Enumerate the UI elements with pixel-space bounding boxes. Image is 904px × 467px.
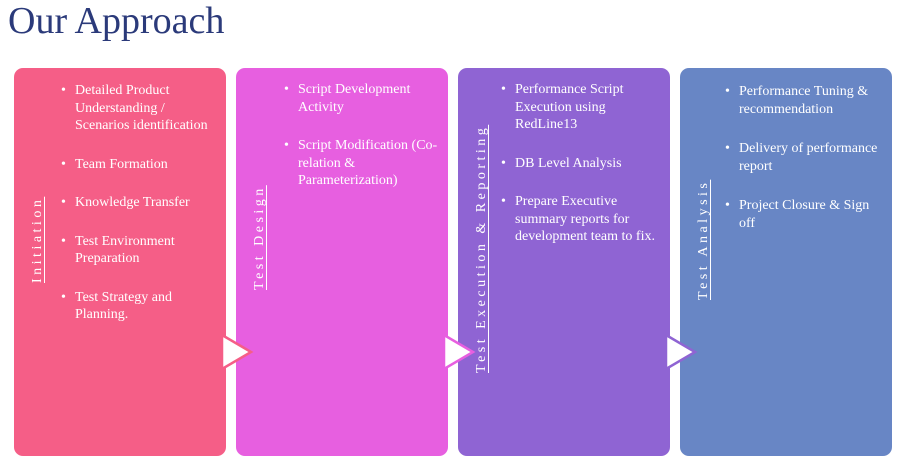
list-item: Prepare Executive summary reports for de… xyxy=(501,193,661,246)
phase-panel-test-analysis: Test Analysis Performance Tuning & recom… xyxy=(680,68,892,456)
list-item: Test Strategy and Planning. xyxy=(61,289,221,324)
list-item: Performance Tuning & recommendation xyxy=(725,83,885,118)
phase-item-list: Script Development Activity Script Modif… xyxy=(284,81,444,211)
phase-panel-test-execution: Test Execution & Reporting Performance S… xyxy=(458,68,670,456)
chevron-right-arrow-icon xyxy=(220,333,254,371)
phase-item-list: Performance Script Execution using RedLi… xyxy=(501,81,661,267)
list-item: Detailed Product Understanding / Scenari… xyxy=(61,82,221,135)
phase-label: Test Analysis xyxy=(696,179,711,300)
phase-panel-test-design: Test Design Script Development Activity … xyxy=(236,68,448,456)
list-item: Project Closure & Sign off xyxy=(725,197,885,232)
page-title: Our Approach xyxy=(8,0,225,42)
phase-item-list: Detailed Product Understanding / Scenari… xyxy=(61,82,221,345)
phase-label: Test Design xyxy=(252,185,267,290)
list-item: Delivery of performance report xyxy=(725,140,885,175)
list-item: Performance Script Execution using RedLi… xyxy=(501,81,661,134)
chevron-right-arrow-icon xyxy=(442,333,476,371)
phase-label: Initiation xyxy=(30,196,45,283)
phase-item-list: Performance Tuning & recommendation Deli… xyxy=(725,83,885,254)
list-item: Script Development Activity xyxy=(284,81,444,116)
phase-label: Test Execution & Reporting xyxy=(474,124,489,373)
list-item: Team Formation xyxy=(61,156,221,174)
list-item: Script Modification (Co-relation & Param… xyxy=(284,137,444,190)
list-item: Test Environment Preparation xyxy=(61,233,221,268)
list-item: Knowledge Transfer xyxy=(61,194,221,212)
chevron-right-arrow-icon xyxy=(664,333,698,371)
phase-panel-initiation: Initiation Detailed Product Understandin… xyxy=(14,68,226,456)
list-item: DB Level Analysis xyxy=(501,155,661,173)
